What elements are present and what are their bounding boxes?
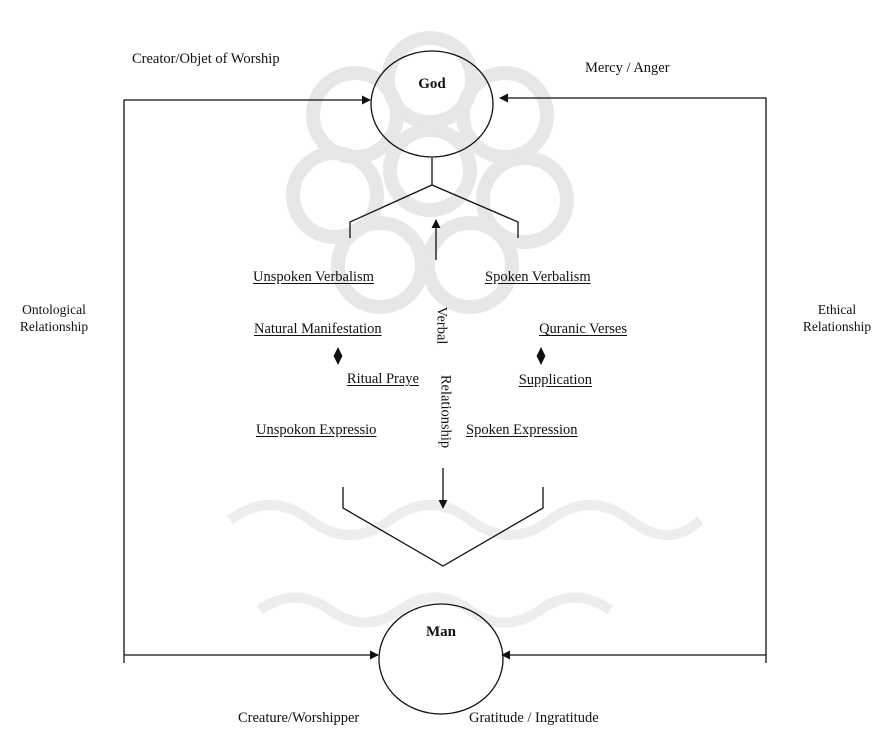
creature-label: Creature/Worshipper — [238, 710, 360, 726]
unspoken-expression: Unspokon Expressio — [256, 422, 377, 438]
mercy-anger-label: Mercy / Anger — [585, 60, 670, 76]
ethical-line-1: Ethical — [817, 302, 857, 317]
ethical-connector — [499, 93, 767, 663]
ethical-label: Ethical Relationship — [791, 301, 883, 335]
man-circle — [378, 603, 504, 715]
natural-manifestation: Natural Manifestation — [254, 321, 382, 337]
ontological-line-2: Relationship — [19, 319, 89, 334]
creator-label: Creator/Objet of Worship — [132, 51, 280, 67]
gratitude-label: Gratitude / Ingratitude — [469, 710, 599, 726]
spoken-verbalism: Spoken Verbalism — [485, 269, 591, 285]
unspoken-verbalism: Unspoken Verbalism — [253, 269, 374, 285]
ontological-line-1: Ontological — [22, 302, 86, 317]
god-label: God — [418, 76, 446, 92]
ontological-label: Ontological Relationship — [8, 301, 100, 335]
quranic-verses: Quranic Verses — [539, 321, 627, 337]
bottom-bracket — [342, 487, 544, 567]
god-circle — [370, 50, 494, 158]
top-bracket — [349, 158, 519, 238]
ritual-prayer: Ritual Praye — [346, 371, 419, 387]
spoken-expression: Spoken Expression — [466, 422, 578, 438]
supplication: Supplication — [518, 372, 592, 388]
ethical-line-2: Relationship — [802, 319, 872, 334]
relationship-vertical-label: Relationship — [437, 374, 454, 449]
verbal-vertical-label: Verbal — [433, 306, 450, 345]
man-label: Man — [426, 624, 456, 640]
ontological-connector — [123, 95, 371, 663]
